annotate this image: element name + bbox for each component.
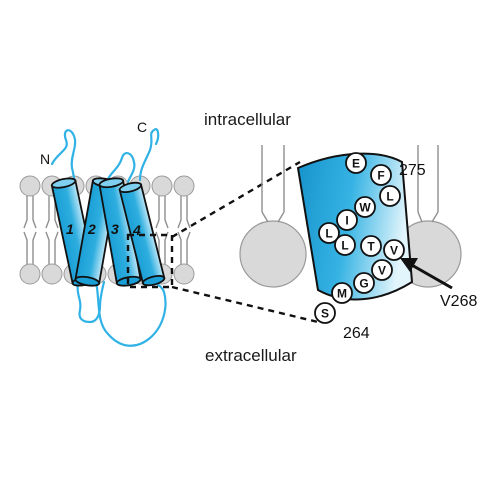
lipid-head-top-8	[173, 175, 195, 197]
residue-circle	[331, 282, 353, 304]
residue-circle	[371, 259, 393, 281]
residue-circle	[314, 302, 336, 324]
lipid-head-bottom-1	[19, 263, 41, 285]
residue-circle	[318, 222, 340, 244]
zoom-connector-top	[171, 160, 301, 239]
residue-3: L	[379, 185, 401, 207]
zoom-connector-bottom	[171, 285, 319, 324]
residue-circle	[379, 185, 401, 207]
c-terminus-label: C	[137, 119, 148, 135]
residue-circle	[336, 209, 358, 231]
v268-arrow	[400, 258, 453, 290]
extracellular-loop-3-4	[94, 278, 167, 347]
residue-letter: S	[321, 307, 329, 321]
lipid-tails-8	[177, 196, 191, 264]
residue-4: W	[354, 196, 376, 218]
residue-letter: L	[325, 227, 332, 241]
residue-letter: I	[345, 214, 348, 228]
v268-label: V268	[440, 293, 478, 310]
residue-circle	[353, 272, 375, 294]
extracellular-label: extracellular	[205, 346, 297, 365]
residue-letter: F	[377, 169, 384, 183]
intracellular-label: intracellular	[204, 110, 291, 129]
helix-2-label: 2	[88, 221, 96, 237]
residue-7: L	[334, 234, 356, 256]
lipid-head-bottom-8	[173, 263, 195, 285]
residue-12: M	[331, 282, 353, 304]
residue-6: L	[318, 222, 340, 244]
helix-4-label: 4	[133, 222, 141, 238]
c-terminal-tail	[138, 128, 160, 182]
extracellular-loop-1-2	[76, 280, 106, 324]
residue-2: F	[370, 164, 392, 186]
lipid-tails-2	[45, 196, 59, 264]
residue-letter: E	[352, 157, 360, 171]
residue-letter: G	[359, 277, 368, 291]
residue-letter: L	[386, 190, 393, 204]
lipid-head-bottom-2	[41, 263, 63, 285]
residue-number-275: 275	[399, 162, 426, 179]
residue-letter: V	[390, 244, 398, 258]
residue-letter: V	[378, 264, 386, 278]
residue-letter: W	[359, 201, 371, 215]
residue-letter: L	[341, 239, 348, 253]
residue-13: S	[314, 302, 336, 324]
n-terminus-label: N	[40, 151, 51, 167]
residue-11: G	[353, 272, 375, 294]
residue-circle	[360, 235, 382, 257]
residue-circle	[354, 196, 376, 218]
zoom-box	[126, 233, 174, 289]
residue-letter: M	[337, 287, 347, 301]
lipid-head-top-7	[151, 175, 173, 197]
residue-circle	[345, 152, 367, 174]
residue-9: V	[383, 239, 405, 261]
helix-3-label: 3	[111, 221, 119, 237]
lipid-head-zoom-left	[239, 220, 307, 288]
lipid-head-top-1	[19, 175, 41, 197]
residue-10: V	[371, 259, 393, 281]
residue-8: T	[360, 235, 382, 257]
zoom-indicator	[126, 160, 319, 324]
residue-number-264: 264	[343, 325, 370, 342]
n-terminal-tail	[50, 129, 78, 188]
residue-circle	[370, 164, 392, 186]
residue-1: E	[345, 152, 367, 174]
lipid-tails-7	[155, 196, 169, 264]
residue-letter: T	[367, 240, 375, 254]
residue-circle	[383, 239, 405, 261]
residue-5: I	[336, 209, 358, 231]
intracellular-loop-2-3	[104, 152, 136, 185]
helix-1-label: 1	[66, 221, 74, 237]
lipid-tails-1	[23, 196, 37, 264]
protein-loops	[50, 128, 167, 347]
residue-circle	[334, 234, 356, 256]
